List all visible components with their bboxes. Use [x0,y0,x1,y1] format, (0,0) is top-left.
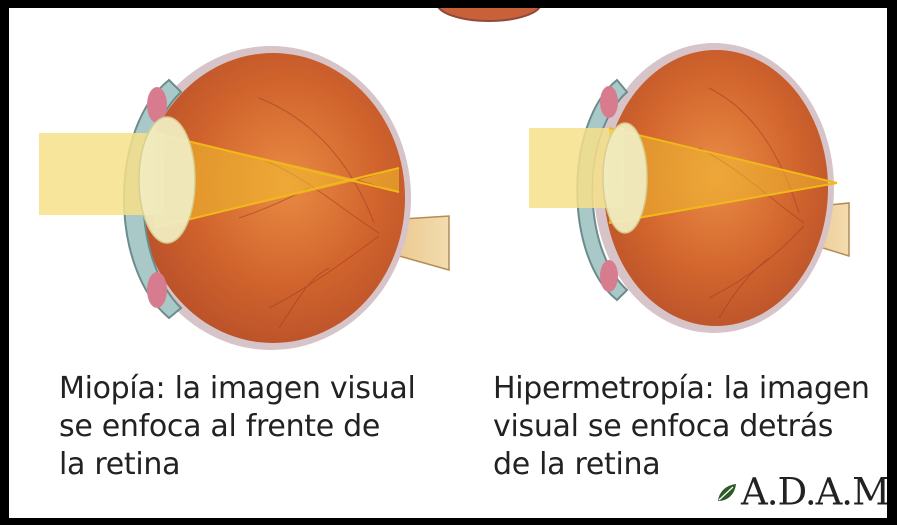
adam-logo: A.D.A.M. [715,466,887,514]
hyperopia-caption-line: Hipermetropía: la imagen [493,370,870,408]
diagram-panel: Miopía: la imagen visual se enfoca al fr… [9,8,887,518]
myopia-eye [39,46,449,350]
iris-bottom-left [147,272,167,308]
lens-left [139,117,195,243]
hyperopia-eye [529,43,849,333]
myopia-caption-line: se enfoca al frente de [59,408,415,446]
leaf-icon [715,481,739,505]
lens-right [603,123,647,233]
iris-top-right [600,86,618,118]
logo-text: A.D.A.M. [741,471,887,514]
myopia-caption-line: la retina [59,446,415,484]
myopia-caption-line: Miopía: la imagen visual [59,370,415,408]
iris-bottom-right [600,260,618,292]
hyperopia-caption-line: visual se enfoca detrás [493,408,870,446]
myopia-caption: Miopía: la imagen visual se enfoca al fr… [59,370,415,484]
partial-eye-top [437,8,541,21]
